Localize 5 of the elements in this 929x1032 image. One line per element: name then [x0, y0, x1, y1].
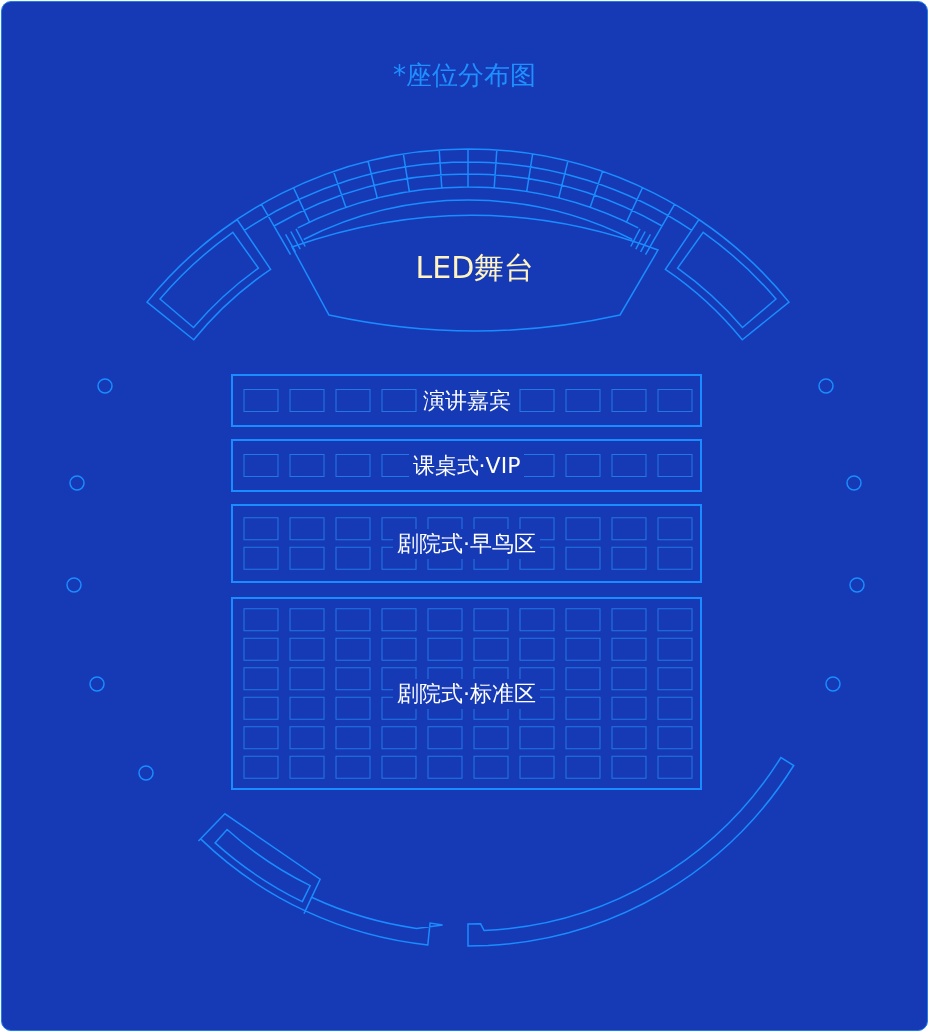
seating-zone: 剧院式·早鸟区 [231, 504, 702, 583]
seating-zone: 课桌式·VIP [231, 439, 702, 492]
seating-zone: 演讲嘉宾 [231, 374, 702, 427]
seating-zone: 剧院式·标准区 [231, 597, 702, 790]
diagram-title: *座位分布图 [392, 59, 537, 92]
